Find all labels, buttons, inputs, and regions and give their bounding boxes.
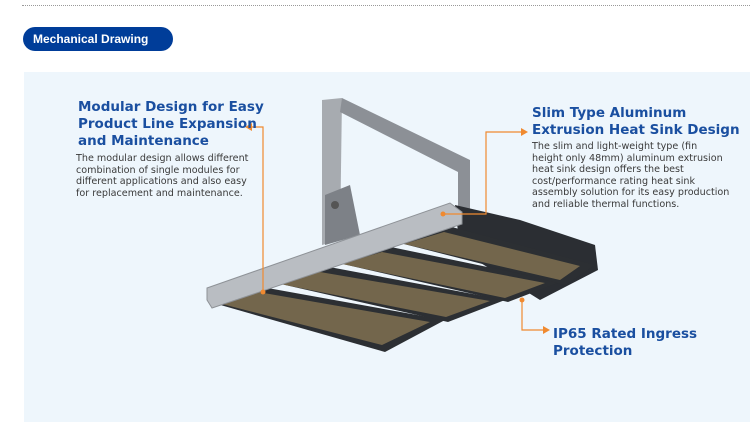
text-line: The modular design allows different [76,153,249,164]
ip65-title: IP65 Rated Ingress Protection [553,326,697,360]
title-line: Protection [553,343,633,359]
text-line: The slim and light-weight type (fin [532,141,698,152]
text-line: different applications and also easy [76,176,247,187]
callout-lines [250,126,545,331]
callout-arrows [245,123,550,334]
text-line: and reliable thermal functions. [532,198,680,210]
title-line: and Maintenance [78,133,209,149]
title-line: Extrusion Heat Sink Design [532,122,740,138]
led-modules [210,226,595,352]
text-line: heat sink design offers the best [532,164,684,175]
modular-design-title: Modular Design for Easy Product Line Exp… [78,99,264,150]
modular-design-text: The modular design allows different comb… [76,153,248,199]
title-line: IP65 Rated Ingress [553,326,698,342]
slim-heatsink-title: Slim Type Aluminum Extrusion Heat Sink D… [532,105,740,139]
text-line: assembly solution for its easy productio… [532,187,730,198]
text-line: combination of single modules for [76,164,240,176]
mounting-bracket [322,98,470,245]
text-line: for replacement and maintenance. [76,187,243,199]
text-line: cost/performance rating heat sink [532,175,696,187]
title-line: Product Line Expansion [78,116,257,132]
title-line: Modular Design for Easy [78,99,264,115]
front-housing-bar [206,202,463,309]
slim-heatsink-text: The slim and light-weight type (fin heig… [532,141,729,210]
mechanical-drawing-tab[interactable]: Mechanical Drawing [23,27,173,51]
title-line: Slim Type Aluminum [532,105,687,121]
dotted-divider [22,5,750,6]
text-line: height only 48mm) aluminum extrusion [532,152,723,164]
